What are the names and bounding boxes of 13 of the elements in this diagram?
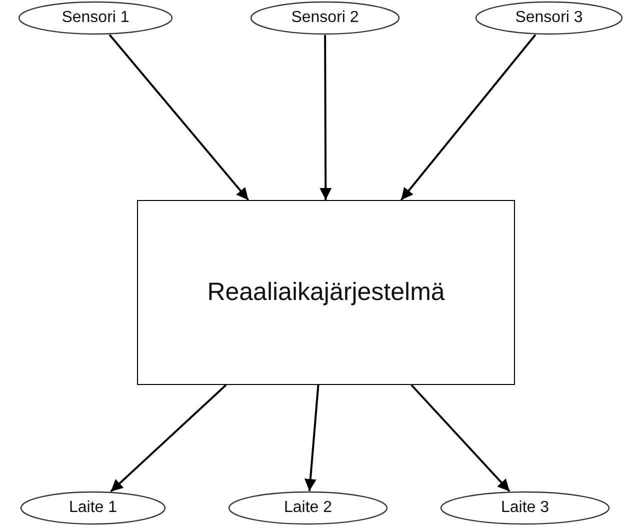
node-label: Reaaliaikajärjestelmä — [207, 278, 445, 307]
arrow — [410, 384, 510, 492]
node-label: Sensori 1 — [62, 9, 130, 27]
arrow — [304, 384, 320, 492]
arrow — [400, 34, 536, 201]
node-label: Laite 1 — [68, 499, 118, 517]
arrow — [320, 35, 332, 200]
arrow — [108, 34, 250, 201]
node-label: Laite 2 — [284, 499, 332, 517]
arrow — [110, 384, 227, 492]
node-label: Sensori 3 — [515, 9, 583, 27]
node-label: Laite 3 — [500, 499, 550, 517]
node-label: Sensori 2 — [291, 9, 359, 27]
